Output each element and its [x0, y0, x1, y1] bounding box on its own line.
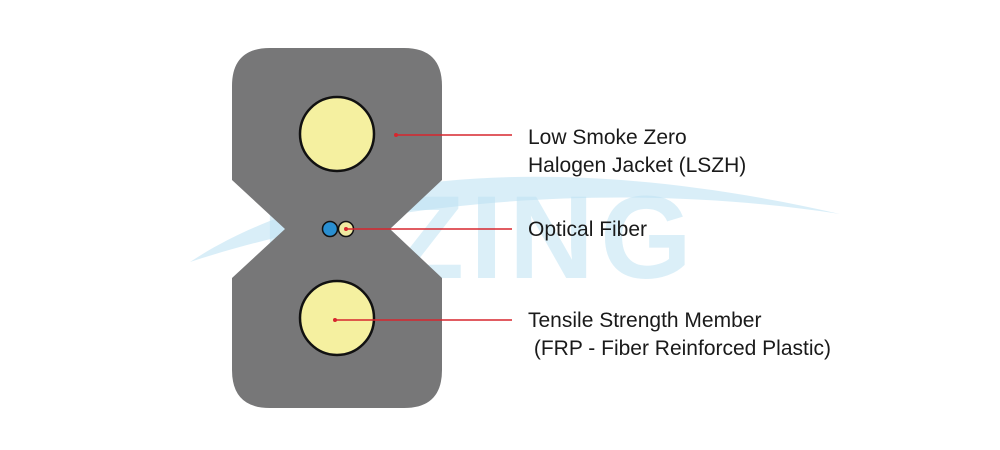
strength-member-bottom	[298, 279, 376, 357]
leader-dot-fiber	[344, 227, 348, 231]
label-fiber: Optical Fiber	[528, 218, 647, 241]
label-strength-line2: (FRP - Fiber Reinforced Plastic)	[528, 337, 831, 360]
leader-dot-strength	[333, 318, 337, 322]
optical-fiber-blue	[321, 220, 339, 238]
leader-dot-jacket	[394, 133, 398, 137]
label-jacket-line2: Halogen Jacket (LSZH)	[528, 154, 746, 177]
label-jacket-line1: Low Smoke Zero	[528, 126, 687, 149]
strength-member-top	[298, 95, 376, 173]
label-strength-line1: Tensile Strength Member	[528, 309, 761, 332]
